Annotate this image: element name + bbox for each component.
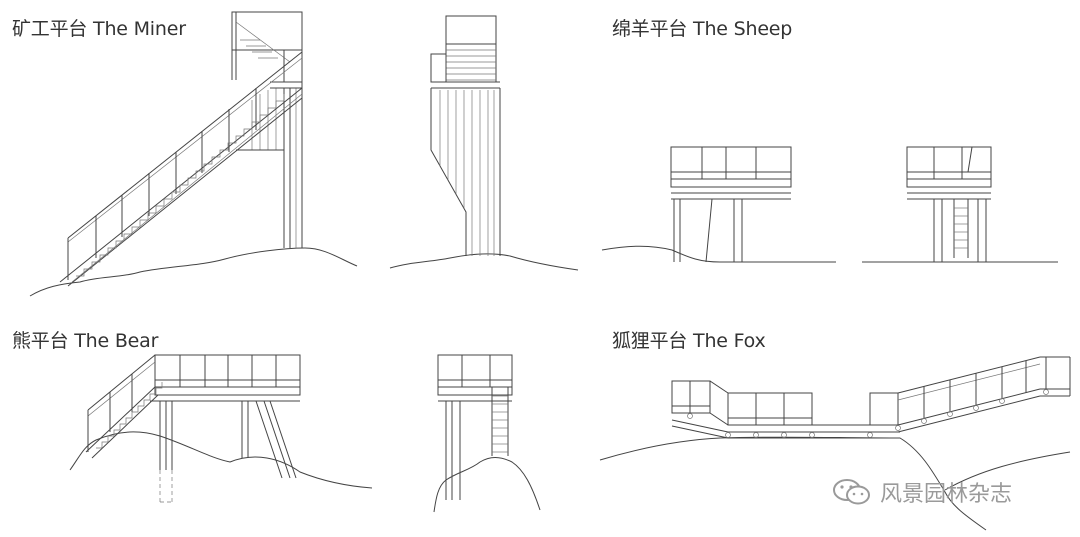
miner-side-ground <box>30 248 357 296</box>
sheep-side-elevation <box>602 147 836 262</box>
miner-side-elevation <box>30 12 357 296</box>
label-the-sheep: 绵羊平台 The Sheep <box>612 18 793 40</box>
sheep-front-elevation <box>862 147 1058 262</box>
watermark: 风景园林杂志 <box>832 476 1012 508</box>
bear-front-ground <box>434 458 540 513</box>
label-the-fox: 狐狸平台 The Fox <box>612 330 766 352</box>
wechat-icon <box>833 479 870 505</box>
label-the-miner: 矿工平台 The Miner <box>12 18 186 40</box>
miner-side-tower-frame <box>232 12 302 50</box>
label-the-bear: 熊平台 The Bear <box>12 330 159 352</box>
bear-side-elevation <box>70 355 372 502</box>
bear-side-ground <box>70 432 372 488</box>
miner-front-elevation <box>390 16 578 270</box>
fox-elevation <box>600 357 1070 530</box>
miner-front-ground <box>390 254 578 270</box>
sheep-side-ground <box>602 246 836 262</box>
watermark-text: 风景园林杂志 <box>880 482 1013 507</box>
fox-ground-right <box>945 452 1070 490</box>
bear-front-elevation <box>434 355 540 512</box>
